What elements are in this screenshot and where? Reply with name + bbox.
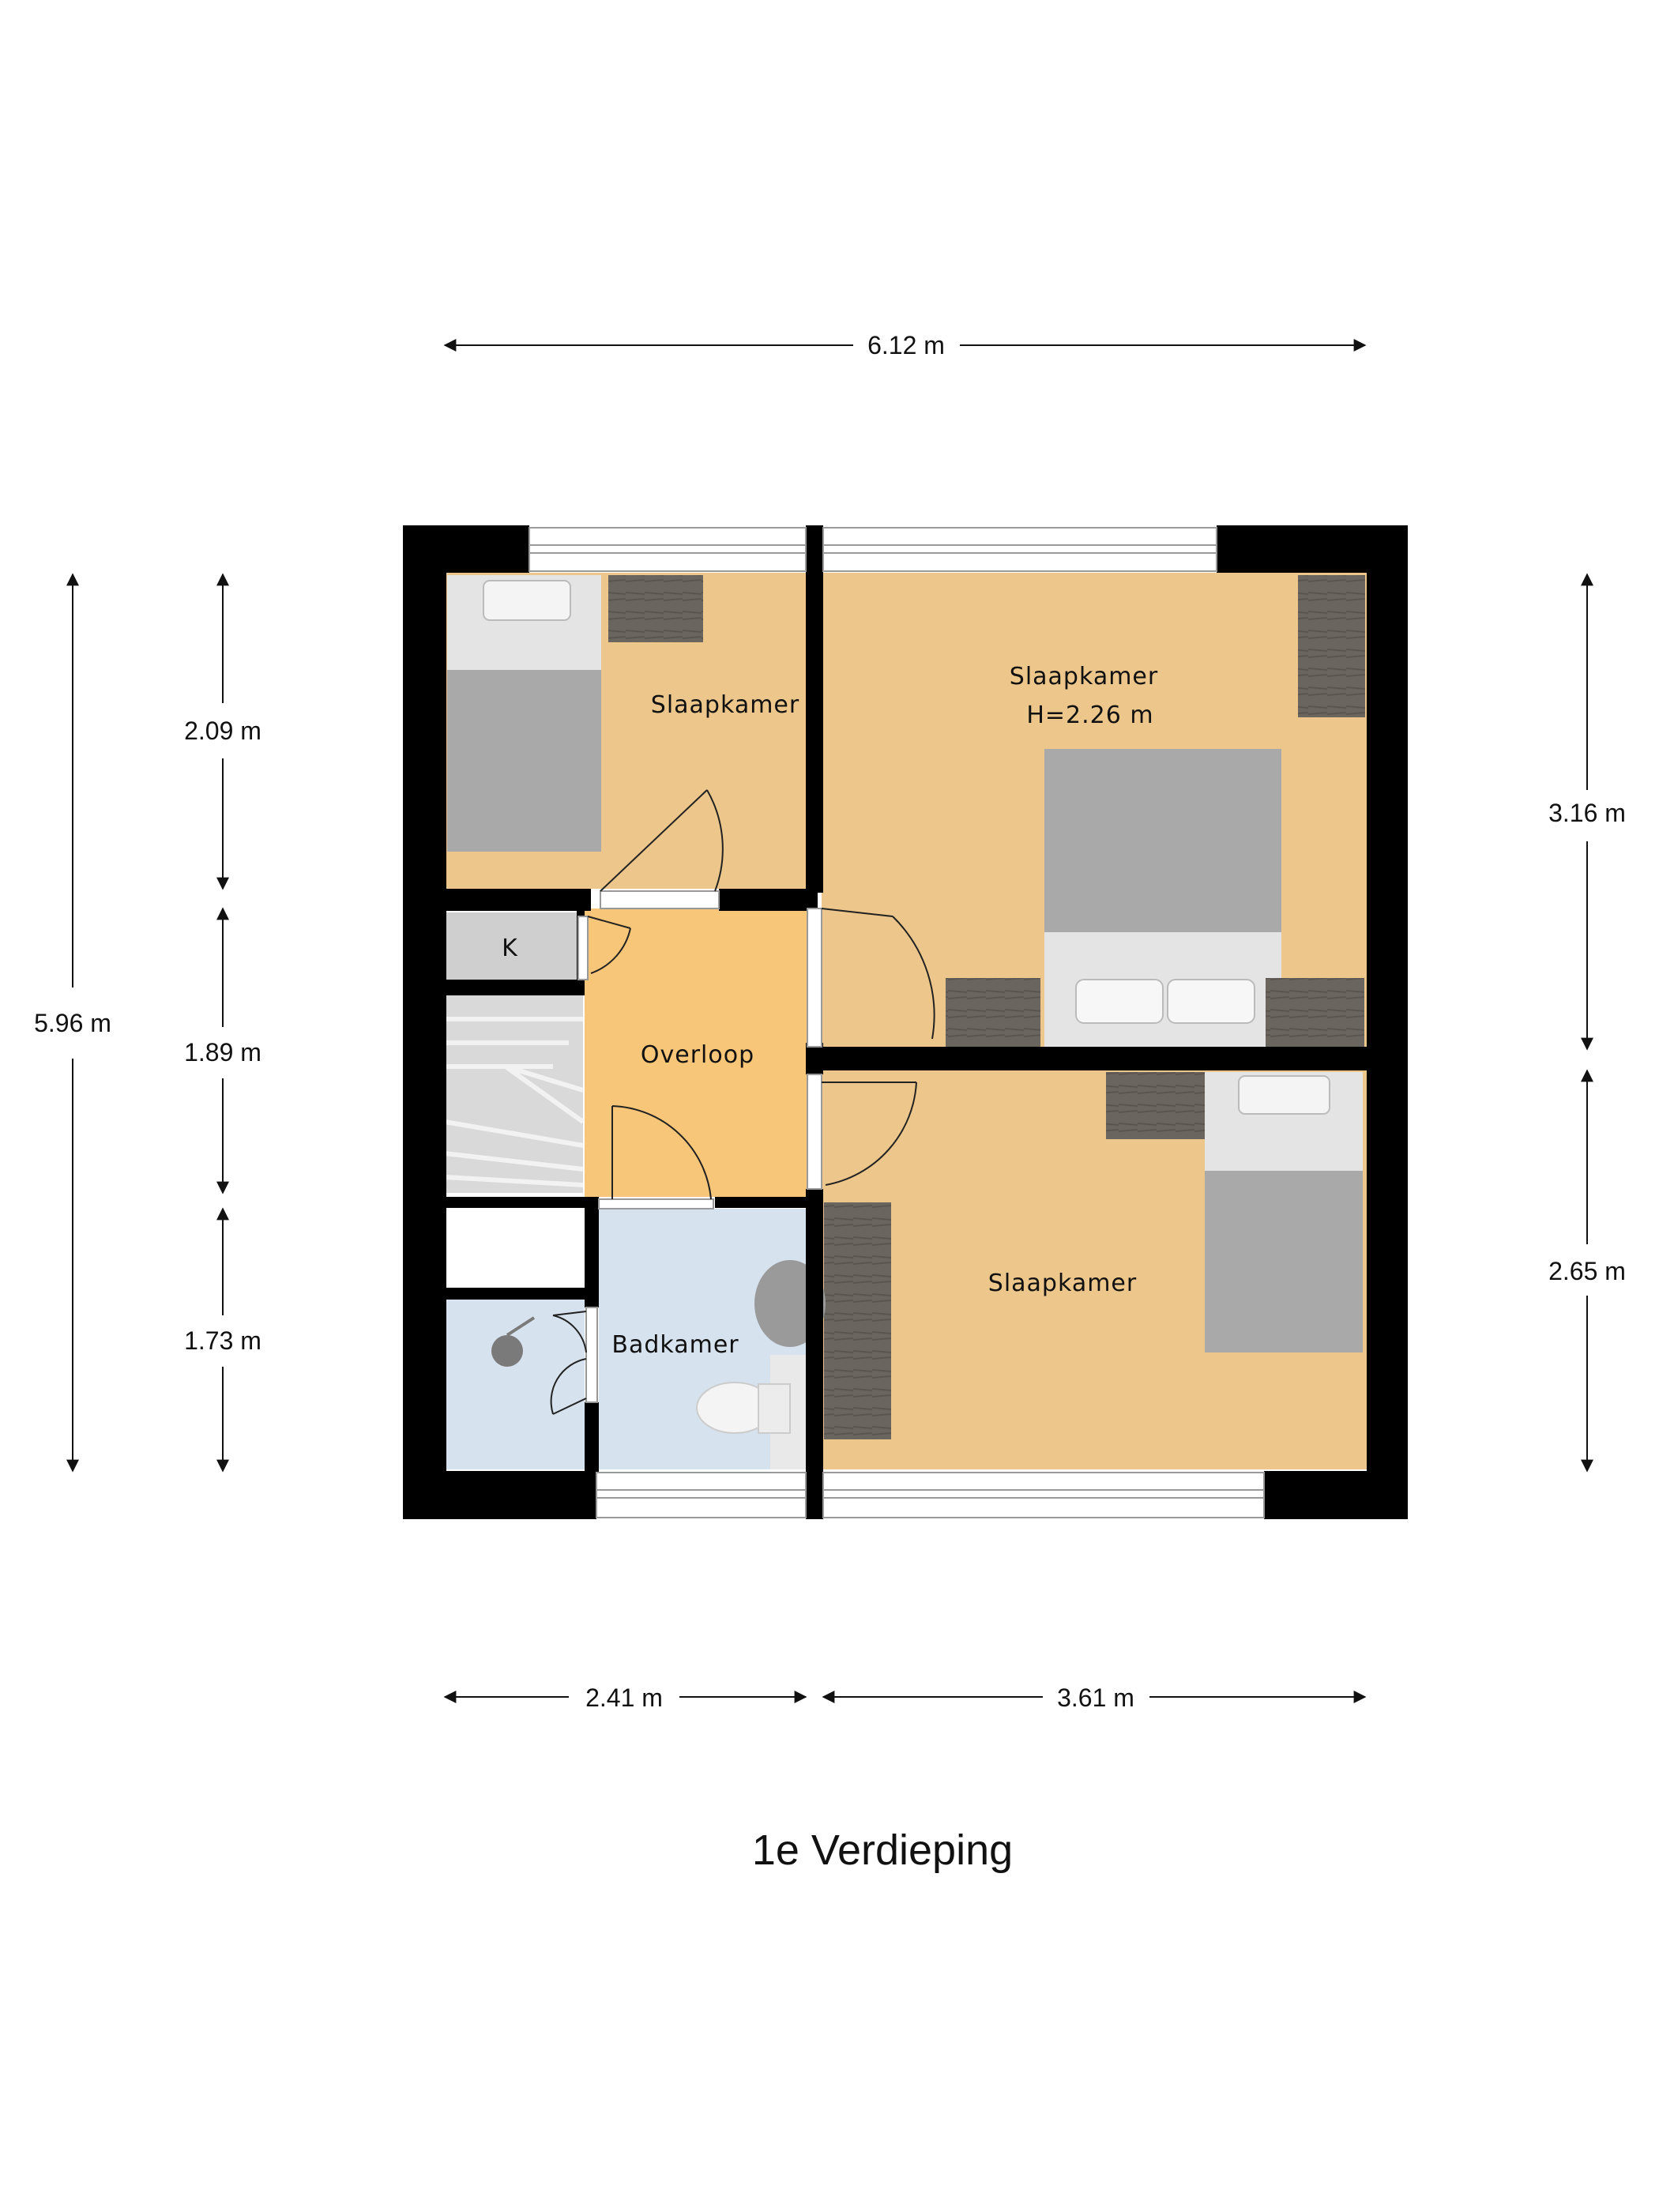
label-bedroom-third: Slaapkamer bbox=[988, 1270, 1137, 1297]
dimensions bbox=[66, 339, 1593, 1703]
dim-top-total: 6.12 m bbox=[867, 331, 945, 359]
wall-bottom-mid bbox=[806, 1471, 823, 1519]
windows bbox=[529, 527, 1265, 1518]
label-bedroom-master: Slaapkamer bbox=[1010, 663, 1158, 690]
door-shower bbox=[550, 1307, 598, 1415]
label-bedroom-master-height: H=2.26 m bbox=[1026, 702, 1153, 729]
wall-right bbox=[1367, 525, 1408, 1519]
door-master bbox=[807, 908, 935, 1048]
wall-bottom-left bbox=[403, 1471, 596, 1519]
label-bathroom: Badkamer bbox=[611, 1331, 739, 1359]
wall-left bbox=[403, 525, 446, 1519]
dimension-labels: 6.12 m 5.96 m 2.09 m 1.89 m 1.73 m 3.16 … bbox=[34, 331, 1626, 1712]
floor-landing bbox=[585, 908, 808, 1197]
label-bedroom-small: Slaapkamer bbox=[651, 691, 799, 719]
single-bed-third-icon bbox=[1205, 1072, 1363, 1352]
label-landing: Overloop bbox=[641, 1041, 754, 1069]
single-bed-icon bbox=[447, 575, 601, 852]
door-third bbox=[807, 1074, 917, 1190]
dim-bottom-seg-2: 3.61 m bbox=[1057, 1683, 1134, 1712]
dim-left-seg-1: 2.09 m bbox=[184, 717, 261, 745]
label-closet: K bbox=[502, 935, 518, 962]
dim-right-seg-2: 2.65 m bbox=[1548, 1257, 1626, 1285]
window-top-right bbox=[822, 527, 1217, 572]
floor-shower bbox=[445, 1300, 585, 1469]
double-bed-icon bbox=[1044, 749, 1281, 1049]
dresser-icon bbox=[1298, 575, 1365, 717]
staircase bbox=[444, 995, 585, 1193]
dim-bottom-seg-1: 2.41 m bbox=[585, 1683, 663, 1712]
window-bottom-left bbox=[596, 1472, 807, 1518]
floor-closet bbox=[445, 912, 579, 980]
door-closet bbox=[577, 916, 631, 980]
shower-drain-icon bbox=[491, 1335, 523, 1367]
nightstand-left-icon bbox=[946, 978, 1040, 1048]
dim-right-seg-1: 3.16 m bbox=[1548, 799, 1626, 827]
nightstand-right-icon bbox=[1266, 978, 1364, 1048]
wall-bottom-right bbox=[1264, 1471, 1408, 1519]
dim-left-seg-3: 1.73 m bbox=[184, 1326, 261, 1355]
doors bbox=[550, 789, 935, 1415]
furniture bbox=[447, 575, 1365, 1469]
toilet-icon bbox=[696, 1382, 791, 1434]
door-bathroom bbox=[598, 1105, 714, 1209]
dim-left-total: 5.96 m bbox=[34, 1009, 111, 1037]
window-top-left bbox=[529, 527, 807, 572]
window-bottom-right bbox=[822, 1472, 1265, 1518]
nightstand-icon bbox=[608, 575, 703, 642]
walls bbox=[403, 525, 1408, 1519]
wardrobe-icon bbox=[824, 1202, 891, 1439]
door-bedroom-small bbox=[600, 789, 724, 909]
floor-title: 1e Verdieping bbox=[752, 1826, 1013, 1874]
floor-stair-landing bbox=[445, 1201, 585, 1288]
room-labels: Slaapkamer Slaapkamer H=2.26 m Slaapkame… bbox=[502, 663, 1158, 1359]
dim-left-seg-2: 1.89 m bbox=[184, 1038, 261, 1066]
desk-icon bbox=[1106, 1072, 1205, 1139]
